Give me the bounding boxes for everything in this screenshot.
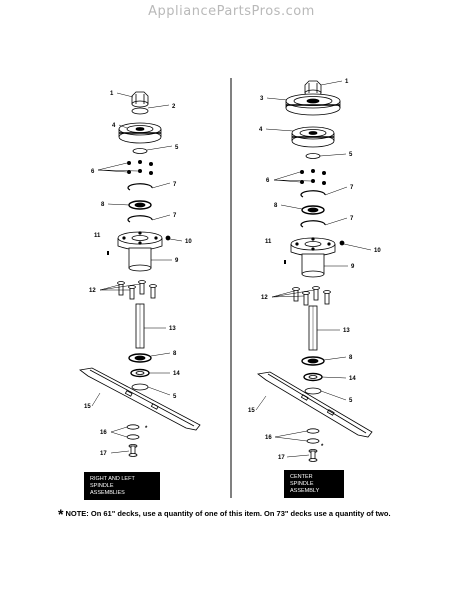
mower-blade-part [257,371,373,438]
nut-set-part [127,160,153,175]
blade-bolt-part [308,449,318,462]
center-assembly-title: CENTER SPINDLE ASSEMBLY [284,470,344,498]
callout-label: 1 [345,79,349,85]
callout-label: 7 [173,182,177,188]
title-line: RIGHT AND LEFT [90,476,135,482]
callout-label: 7 [350,216,354,222]
callout-label: 6 [266,178,270,184]
mower-blade-part [79,367,201,431]
bearing-part [128,200,152,210]
callout-label: 4 [112,123,116,129]
callout-label: 8 [101,202,105,208]
spindle-shaft-part [308,305,318,351]
callout-label: 11 [94,233,101,239]
callout-label: 11 [265,239,272,245]
left-callouts: 1 2 4 5 6 7 8 7 11 10 9 12 13 8 14 5 15 … [84,91,192,457]
title-line: CENTER [290,474,313,480]
callout-label: 10 [374,248,381,254]
callout-label: 2 [172,104,176,110]
quantity-note: *NOTE: On 61" decks, use a quantity of o… [58,506,458,522]
callout-label: 8 [274,203,278,209]
snap-ring-part [300,190,326,198]
callout-label: 8 [349,355,353,361]
washer-part [305,153,321,159]
blade-bolt-part [128,444,138,457]
snap-ring-part [127,215,153,223]
site-watermark: AppliancePartsPros.com [148,4,315,19]
callout-label: * [321,444,324,450]
callout-label: 12 [261,295,268,301]
bolt-set-part [117,280,157,300]
washer-part [126,434,140,440]
large-pulley-part [285,93,341,116]
callout-label: * [145,426,148,432]
title-line: SPINDLE [90,483,114,489]
callout-label: 15 [84,404,91,410]
center-spindle-drawing [255,80,373,462]
callout-label: 5 [349,398,353,404]
callout-label: 9 [175,258,179,264]
callout-label: 4 [259,127,263,133]
callout-label: 5 [175,145,179,151]
snap-ring-part [127,183,153,191]
spindle-shaft-part [135,303,145,349]
asterisk-marker: * [58,506,64,522]
callout-label: 3 [260,96,264,102]
bearing-part [301,356,325,366]
callout-label: 17 [100,451,107,457]
title-line: SPINDLE [290,481,314,487]
callout-label: 5 [349,152,353,158]
washer-part [131,107,149,115]
callout-label: 12 [89,288,96,294]
washer-part [304,387,322,395]
washer-part [132,148,148,154]
callout-label: 14 [349,376,356,382]
pulley-part [118,122,162,144]
callout-label: 7 [350,185,354,191]
title-line: ASSEMBLIES [90,490,125,496]
grease-fitting-part [165,235,171,241]
spacer-part [303,372,323,382]
callout-label: 8 [173,351,177,357]
left-spindle-drawing [79,91,201,457]
callout-label: 9 [351,264,355,270]
callout-label: 15 [248,408,255,414]
note-text: NOTE: On 61" decks, use a quantity of on… [65,509,391,518]
spindle-housing-part [117,231,163,272]
washer-part [306,438,320,444]
callout-label: 1 [110,91,114,97]
grease-fitting-part [339,240,345,246]
spindle-housing-part [290,237,336,278]
callout-label: 10 [185,239,192,245]
title-line: ASSEMBLY [290,488,320,494]
callout-label: 6 [91,169,95,175]
center-callouts: 1 3 4 5 6 7 8 7 11 10 9 12 13 8 14 5 15 … [248,79,381,461]
callout-label: 17 [278,455,285,461]
washer-part [131,383,149,391]
bearing-part [301,205,325,215]
pulley-part [291,126,335,148]
bearing-part [128,353,152,363]
callout-label: 16 [265,435,272,441]
washer-part [306,428,320,434]
callout-label: 7 [173,213,177,219]
left-assembly-title: RIGHT AND LEFT SPINDLE ASSEMBLIES [84,472,160,500]
callout-label: 14 [173,371,180,377]
nut-set-part [300,169,326,185]
spacer-part [130,368,150,378]
bolt-set-part [292,286,331,306]
callout-label: 13 [343,328,350,334]
nut-part [131,91,149,108]
washer-part [126,424,140,430]
snap-ring-part [300,220,326,228]
callout-label: 16 [100,430,107,436]
callout-label: 5 [173,394,177,400]
callout-label: 13 [169,326,176,332]
